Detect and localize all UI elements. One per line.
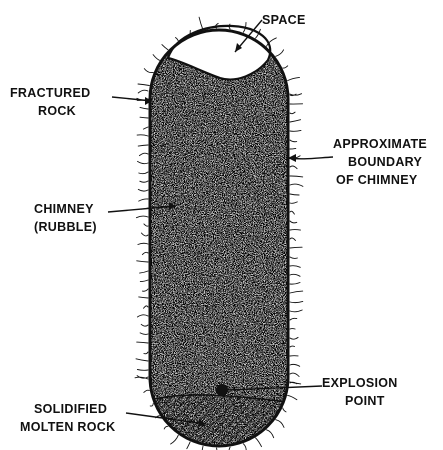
fracture-hair — [141, 233, 148, 236]
fracture-hair — [162, 45, 168, 50]
fracture-hair — [187, 442, 190, 449]
fracture-hair — [256, 438, 262, 447]
fracture-hair — [288, 77, 300, 80]
fracture-hair — [138, 145, 148, 146]
label-chimney-line2: (RUBBLE) — [34, 220, 97, 234]
fracture-hair — [290, 337, 298, 339]
fracture-hair — [138, 189, 148, 191]
fracture-hair — [139, 199, 148, 201]
fracture-hair — [290, 257, 297, 258]
fracture-hair — [290, 130, 301, 131]
fracture-hair — [290, 283, 300, 285]
label-space: SPACE — [262, 13, 306, 27]
fracture-hair — [290, 120, 301, 122]
fracture-hair — [290, 301, 303, 302]
label-boundary-line1: APPROXIMATE — [333, 137, 427, 151]
fracture-hair — [243, 444, 246, 450]
fracture-hair — [171, 435, 179, 444]
fracture-hair — [140, 280, 148, 282]
fracture-hair — [143, 127, 148, 129]
fracture-hair — [138, 243, 148, 244]
label-explosion-point-line2: POINT — [345, 394, 385, 408]
fracture-hair — [290, 221, 297, 223]
fracture-hair — [290, 194, 299, 195]
fracture-hair — [267, 430, 274, 438]
fracture-hair — [290, 318, 297, 320]
label-explosion-point-line1: EXPLOSION — [322, 376, 398, 390]
fracture-hair — [290, 364, 300, 366]
fracture-hair — [290, 382, 301, 384]
fracture-hair — [290, 266, 300, 268]
fracture-hair — [176, 38, 179, 41]
label-boundary-line2: BOUNDARY — [348, 155, 423, 169]
fracture-hair — [144, 224, 148, 226]
solidified-molten-rock-zone — [150, 395, 288, 450]
fracture-hair — [276, 420, 284, 428]
fracture-hair — [290, 238, 296, 241]
fracture-hair — [144, 390, 150, 392]
fracture-hair — [137, 370, 148, 371]
label-solidified-molten-rock-line2: MOLTEN ROCK — [20, 420, 115, 434]
fracture-hair — [164, 426, 168, 429]
fracture-hair — [136, 216, 148, 218]
label-fractured-rock-line1: FRACTURED — [10, 86, 90, 100]
fracture-hair — [137, 315, 148, 317]
fracture-hair — [199, 17, 203, 30]
fracture-hair — [138, 161, 149, 163]
fracture-hair — [290, 202, 297, 203]
fracture-hair — [138, 90, 148, 93]
label-fractured-rock-line2: ROCK — [38, 104, 76, 118]
fracture-hair — [290, 346, 295, 347]
fracture-hair — [288, 395, 297, 399]
fracture-hair — [138, 84, 149, 86]
fracture-hair — [276, 50, 284, 57]
fracture-hair — [139, 172, 148, 174]
fracture-hair — [153, 55, 159, 61]
fracture-hair — [140, 181, 148, 182]
fracture-hair — [142, 289, 148, 291]
fracture-hair — [290, 184, 303, 186]
fracture-hair — [290, 148, 296, 149]
chimney-rubble-area — [150, 30, 288, 446]
label-solidified-molten-rock-line1: SOLIDIFIED — [34, 402, 107, 416]
fracture-hair — [290, 373, 299, 376]
fracture-hair — [290, 291, 303, 293]
label-chimney-line1: CHIMNEY — [34, 202, 94, 216]
fracture-hair — [137, 342, 148, 343]
fracture-hair — [142, 252, 148, 254]
fracture-hair — [150, 404, 153, 406]
fracture-hair — [141, 324, 148, 326]
explosion-point-marker — [216, 384, 228, 396]
fracture-hair — [290, 274, 300, 276]
fracture-hair — [136, 359, 148, 361]
fracture-hair — [140, 333, 148, 335]
fracture-hair — [144, 306, 149, 308]
fracture-hair — [201, 446, 203, 450]
fracture-hair — [137, 376, 148, 379]
fracture-hair — [283, 66, 288, 68]
fracture-hair — [144, 352, 148, 354]
fracture-hair — [290, 211, 294, 214]
fracture-hair — [137, 135, 148, 136]
fracture-hair — [290, 247, 302, 248]
fracture-hair — [137, 261, 148, 262]
fracture-hair — [140, 107, 148, 109]
fracture-hair — [290, 112, 295, 114]
fracture-hair — [144, 69, 153, 73]
fracture-hair — [140, 117, 148, 118]
fracture-hair — [140, 271, 148, 273]
fracture-hair — [290, 310, 302, 312]
fracture-hair — [139, 153, 148, 155]
fracture-hair — [290, 140, 297, 142]
fracture-hair — [283, 408, 286, 412]
fracture-hair — [139, 297, 148, 298]
fracture-hair — [290, 166, 297, 169]
fracture-hair — [290, 230, 301, 231]
label-boundary-line3: OF CHIMNEY — [336, 173, 418, 187]
fracture-hair — [290, 176, 303, 177]
